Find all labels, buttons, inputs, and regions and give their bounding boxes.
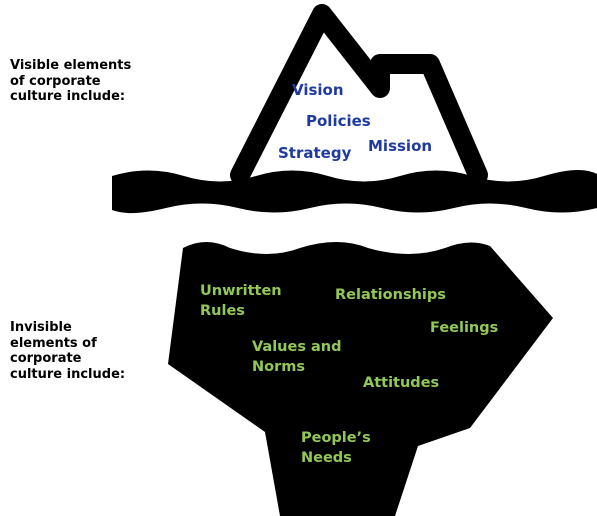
water-line [112, 169, 597, 214]
invisible-element-peoples-needs: People’s Needs [301, 430, 376, 466]
invisible-element-feelings: Feelings [430, 320, 498, 336]
invisible-element-relationships: Relationships [335, 287, 446, 303]
visible-element-mission: Mission [368, 137, 432, 155]
iceberg-base [168, 242, 553, 516]
visible-element-strategy: Strategy [278, 144, 352, 162]
visible-element-policies: Policies [306, 112, 371, 130]
invisible-element-attitudes: Attitudes [363, 375, 439, 391]
invisible-element-unwritten-rules: Unwritten Rules [200, 283, 287, 319]
invisible-element-values-and-norms: Values and Norms [252, 339, 347, 375]
iceberg-tip [230, 4, 488, 185]
visible-elements-heading: Visible elements of corporate culture in… [10, 58, 132, 104]
invisible-elements-heading: Invisible elements of corporate culture … [10, 320, 126, 382]
visible-element-vision: Vision [292, 81, 344, 99]
